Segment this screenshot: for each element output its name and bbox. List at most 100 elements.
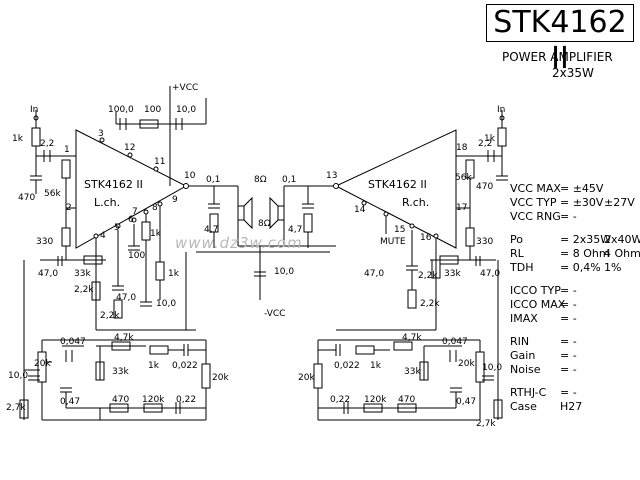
label-r-20k-bc: 20k — [212, 373, 229, 383]
mute-label: MUTE — [380, 237, 406, 247]
label-c-0-22-left: 0,22 — [176, 395, 196, 405]
spec-row: ICCO TYP= - — [510, 284, 640, 298]
ic-right-body — [334, 129, 457, 249]
pin-5: 5 — [114, 223, 120, 233]
label-c-0-47-right: 0,47 — [456, 397, 476, 407]
spec-key: Po — [510, 233, 523, 246]
supply-neg-label: -VCC — [264, 309, 285, 319]
label-c-0-1-left: 0,1 — [206, 175, 220, 185]
label-speaker-right: 8Ω — [258, 219, 271, 229]
label-r-2-7k-left: 2,7k — [6, 403, 26, 413]
label-r-20k-br: 20k — [298, 373, 315, 383]
pin-7: 7 — [132, 207, 138, 217]
spec-alt-value: 1% — [604, 261, 622, 274]
spec-value: = - — [560, 349, 577, 362]
spec-alt-value: ±27V — [604, 196, 635, 209]
label-r-1k-bl: 1k — [148, 361, 160, 371]
ic-left-name: STK4162 II — [84, 178, 143, 191]
spec-value: = 0,4% — [560, 261, 601, 274]
spec-value: = - — [560, 335, 577, 348]
pin-8: 8 — [152, 203, 158, 213]
spec-alt-value: 2x40W — [604, 233, 640, 246]
pin-9: 9 — [172, 195, 178, 205]
label-c-10-center: 10,0 — [274, 267, 294, 277]
spec-value: H27 — [560, 400, 583, 413]
spec-key: ICCO MAX — [510, 298, 566, 311]
label-r-1k-mid-a: 1k — [150, 229, 162, 239]
label-r-56k-right: 56k — [455, 173, 472, 183]
ic-left-channel: L.ch. — [94, 196, 120, 209]
label-r-2-7k-right: 2,7k — [476, 419, 496, 429]
spec-key: RTHJ-C — [510, 386, 547, 399]
label-r-120k-left: 120k — [142, 395, 165, 405]
ic-right-channel: R.ch. — [402, 196, 429, 209]
pin-14: 14 — [354, 205, 366, 215]
label-r-33k-bl: 33k — [112, 367, 129, 377]
spec-value: = - — [560, 386, 577, 399]
spec-key: RIN — [510, 335, 530, 348]
label-c-10-left: 10,0 — [156, 299, 176, 309]
spec-gap — [510, 377, 640, 386]
label-r-2-2k-d: 2,2k — [420, 299, 440, 309]
label-c-100-left: 100 — [128, 251, 145, 261]
label-r-33k-br: 33k — [404, 367, 421, 377]
label-c-47-mid-left: 47,0 — [116, 293, 136, 303]
label-c-0-047-left: 0,047 — [60, 337, 86, 347]
label-c-470-right: 470 — [476, 182, 493, 192]
ic-right-name: STK4162 II — [368, 178, 427, 191]
spec-key: RL — [510, 247, 524, 260]
pin-6: 6 — [128, 215, 134, 225]
label-r-2-2k-c: 2,2k — [418, 271, 438, 281]
label-r-4-7-left: 4,7 — [204, 225, 218, 235]
input-label-right: In — [497, 105, 505, 115]
spec-row: IMAX = - — [510, 312, 640, 326]
spec-value: = - — [560, 284, 577, 297]
spec-gap — [510, 326, 640, 335]
spec-key: TDH — [510, 261, 534, 274]
pin-2: 2 — [66, 203, 72, 213]
label-c-10-br: 10,0 — [482, 363, 502, 373]
spec-value: = 8 Ohm — [560, 247, 610, 260]
watermark: www.dz3w.com — [175, 234, 303, 252]
label-c-47-mid-right: 47,0 — [364, 269, 384, 279]
pin-16: 16 — [420, 233, 432, 243]
pin-17: 17 — [456, 203, 467, 213]
label-c-2-2-left: 2,2 — [40, 139, 54, 149]
label-c-100-0: 100,0 — [108, 105, 134, 115]
spec-row: VCC MAX= ±45V — [510, 182, 640, 196]
spec-row: TDH = 0,4%1% — [510, 261, 640, 275]
pin-18: 18 — [456, 143, 468, 153]
label-r-56k-left: 56k — [44, 189, 61, 199]
pin-4: 4 — [100, 231, 106, 241]
label-r-330-left: 330 — [36, 237, 53, 247]
label-r-4-7-right: 4,7 — [288, 225, 302, 235]
label-c-470-left: 470 — [18, 193, 35, 203]
label-r-470-right: 470 — [398, 395, 415, 405]
label-r-4-7k-right: 4,7k — [402, 333, 422, 343]
label-r-330-right: 330 — [476, 237, 493, 247]
spec-key: VCC MAX — [510, 182, 561, 195]
label-r-2-2k-a: 2,2k — [74, 285, 94, 295]
label-c-47-left: 47,0 — [38, 269, 58, 279]
label-speaker-left: 8Ω — [254, 175, 267, 185]
spec-key: Noise — [510, 363, 541, 376]
spec-key: VCC TYP — [510, 196, 557, 209]
spec-value: = ±30V — [560, 196, 604, 209]
spec-row: Noise= - — [510, 363, 640, 377]
subtitle: POWER AMPLIFIER — [502, 50, 613, 64]
spec-value: = - — [560, 312, 577, 325]
spec-key: IMAX — [510, 312, 538, 325]
spec-gap — [510, 275, 640, 284]
pin-15: 15 — [394, 225, 405, 235]
label-r-20k-rr: 20k — [458, 359, 475, 369]
ic-left-body — [75, 129, 188, 249]
label-r-1k-right: 1k — [484, 134, 496, 144]
label-c-10-bl: 10,0 — [8, 371, 28, 381]
spec-row: VCC TYP= ±30V±27V — [510, 196, 640, 210]
supply-pos-label: +VCC — [172, 83, 198, 93]
label-c-0-47-left: 0,47 — [60, 397, 80, 407]
pin-13: 13 — [326, 171, 337, 181]
spec-key: Gain — [510, 349, 536, 362]
label-r-20k-bl: 20k — [34, 359, 51, 369]
